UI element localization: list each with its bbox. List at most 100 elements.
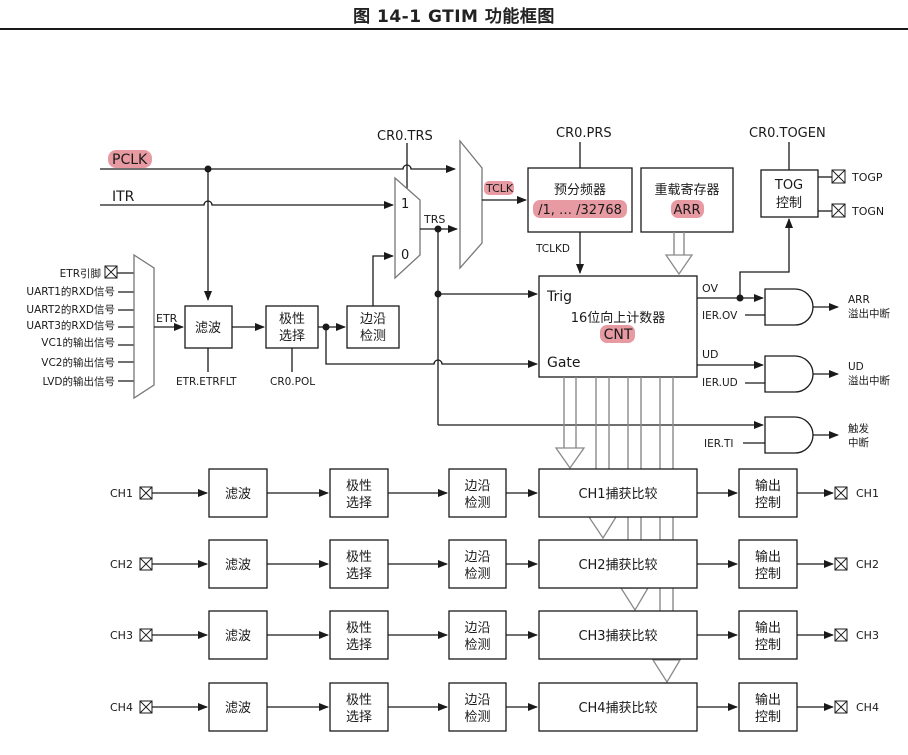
- cr0-prs-label: CR0.PRS: [556, 126, 612, 141]
- counter-trig-label: Trig: [546, 289, 572, 305]
- channel-filter-block: 滤波: [208, 539, 268, 589]
- edge-to-mux-line: [372, 252, 394, 306]
- counter-gate-label: Gate: [547, 355, 581, 371]
- trs-mux: [394, 176, 421, 280]
- capture-compare-block: CH2捕获比较: [538, 539, 698, 589]
- channel-input-pin-icon: [139, 557, 153, 571]
- channel-input-label: CH1: [110, 487, 133, 500]
- tog-label-2: 控制: [776, 196, 802, 211]
- trigger-interrupt-label-1: 触发: [848, 422, 869, 435]
- channel-output-pin-icon: [834, 557, 848, 571]
- prescaler-range: /1, … /32768: [538, 203, 622, 218]
- channel-edge-detect-block-label-2: 检测: [464, 638, 490, 653]
- cnt-register-label: CNT: [604, 327, 633, 343]
- etr-polarity-block: 极性 选择: [265, 305, 319, 349]
- output-control-block-label-2: 控制: [755, 710, 781, 725]
- channel-edge-detect-block-label-2: 检测: [464, 710, 490, 725]
- channel-output-label: CH3: [856, 629, 879, 642]
- clock-mux: [459, 139, 483, 270]
- channel-input-pin-icon: [139, 628, 153, 642]
- cr0-togen-label: CR0.TOGEN: [749, 126, 826, 141]
- togp-label: TOGP: [851, 171, 883, 184]
- cr0-pol-label: CR0.POL: [270, 376, 315, 388]
- channel-output-pin-icon: [834, 628, 848, 642]
- pclk-signal: PCLK: [100, 150, 456, 173]
- ier-ud-label: IER.UD: [702, 377, 738, 389]
- channel-filter-block: 滤波: [208, 468, 268, 518]
- and-gate-ud: [764, 355, 814, 393]
- capture-compare-block-label: CH3捕获比较: [578, 628, 657, 644]
- channel-filter-block-label: 滤波: [225, 701, 251, 716]
- and-gate-ov: [764, 288, 814, 326]
- channel-polarity-block-label-1: 极性: [346, 479, 372, 494]
- channel-polarity-block-label-1: 极性: [346, 693, 372, 708]
- tog-control-block: TOG 控制: [760, 169, 819, 218]
- togn-label: TOGN: [851, 205, 884, 218]
- etr-source: VC1的输出信号: [41, 336, 115, 349]
- tclk-label: TCLK: [485, 182, 514, 195]
- itr-line: [100, 200, 394, 209]
- output-control-block-label-1: 输出: [755, 620, 781, 636]
- etr-etrflt-label: ETR.ETRFLT: [176, 376, 237, 388]
- output-control-block-label-2: 控制: [755, 638, 781, 653]
- arr-register-label: ARR: [674, 203, 701, 218]
- channel-edge-detect-block-label-1: 边沿: [464, 693, 490, 708]
- channel-polarity-block-label-2: 选择: [346, 567, 372, 582]
- channel-edge-detect-block-label-1: 边沿: [464, 479, 490, 494]
- togn-pin-icon: [831, 203, 846, 218]
- etr-filter-block: 滤波: [184, 305, 233, 349]
- channel-polarity-block-label-2: 选择: [346, 496, 372, 511]
- counter-block: Trig 16位向上计数器 CNT Gate: [538, 275, 698, 378]
- prescaler-label: 预分频器: [554, 183, 606, 198]
- channel-edge-detect-block-label-1: 边沿: [464, 621, 490, 636]
- ud-interrupt-label-2: 溢出中断: [848, 374, 890, 387]
- ov-label: OV: [702, 282, 718, 295]
- prescaler-block: 预分频器 /1, … /32768: [527, 167, 633, 233]
- ud-interrupt-label-1: UD: [848, 361, 864, 373]
- tog-label-1: TOG: [774, 178, 803, 193]
- channel-edge-detect-block-label-2: 检测: [464, 496, 490, 511]
- etr-source: VC2的输出信号: [41, 356, 115, 369]
- title-rule: [0, 28, 908, 30]
- reload-register-label: 重载寄存器: [654, 182, 719, 198]
- itr-label: ITR: [112, 189, 135, 205]
- etr-source-lines: [117, 272, 134, 382]
- channel-output-label: CH2: [856, 558, 879, 571]
- channel-edge-detect-block-label-2: 检测: [464, 567, 490, 582]
- etr-source: UART1的RXD信号: [26, 285, 115, 298]
- channel-edge-detect-block-label-1: 边沿: [464, 550, 490, 565]
- etr-source: UART3的RXD信号: [26, 319, 115, 332]
- pclk-label: PCLK: [112, 152, 148, 168]
- cr0-trs-label: CR0.TRS: [377, 129, 433, 144]
- ud-label: UD: [702, 348, 719, 361]
- channel-input-label: CH3: [110, 629, 133, 642]
- channel-polarity-block-label-2: 选择: [346, 638, 372, 653]
- polarity-label-1: 极性: [279, 312, 305, 327]
- etr-source-list: ETR引脚 UART1的RXD信号 UART2的RXD信号 UART3的RXD信…: [26, 267, 115, 388]
- capture-compare-block-label: CH1捕获比较: [578, 486, 657, 502]
- output-control-block-label-1: 输出: [755, 549, 781, 565]
- etr-mux: [133, 253, 155, 400]
- pclk-line: [100, 164, 456, 173]
- etr-source: UART2的RXD信号: [26, 303, 115, 316]
- channel-polarity-block-label-1: 极性: [346, 550, 372, 565]
- channel-filter-block: 滤波: [208, 610, 268, 660]
- polarity-label-2: 选择: [279, 329, 305, 344]
- ov-to-tog-line: [739, 218, 793, 298]
- output-control-block-label-2: 控制: [755, 567, 781, 582]
- channel-output-label: CH4: [856, 701, 879, 714]
- etr-source: LVD的输出信号: [43, 375, 115, 388]
